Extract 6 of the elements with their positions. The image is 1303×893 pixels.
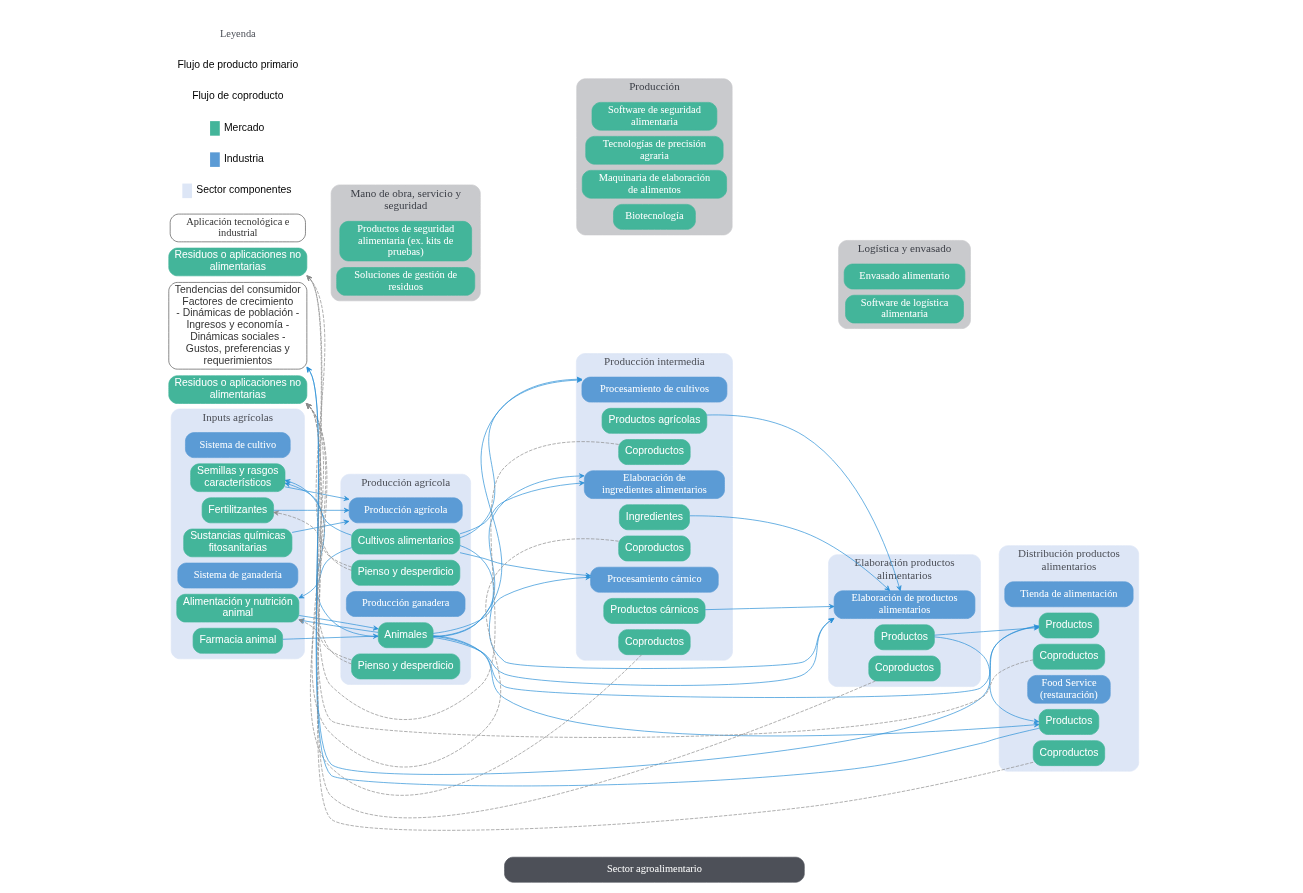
legend-label: Mercado <box>223 121 264 133</box>
legend-label: Sector componentes <box>195 184 292 196</box>
label: Leyenda <box>219 27 256 39</box>
legend-label: Flujo de producto primario <box>176 59 298 71</box>
legend-label: Industria <box>223 153 264 165</box>
legend-label: Flujo de coproducto <box>191 90 283 102</box>
